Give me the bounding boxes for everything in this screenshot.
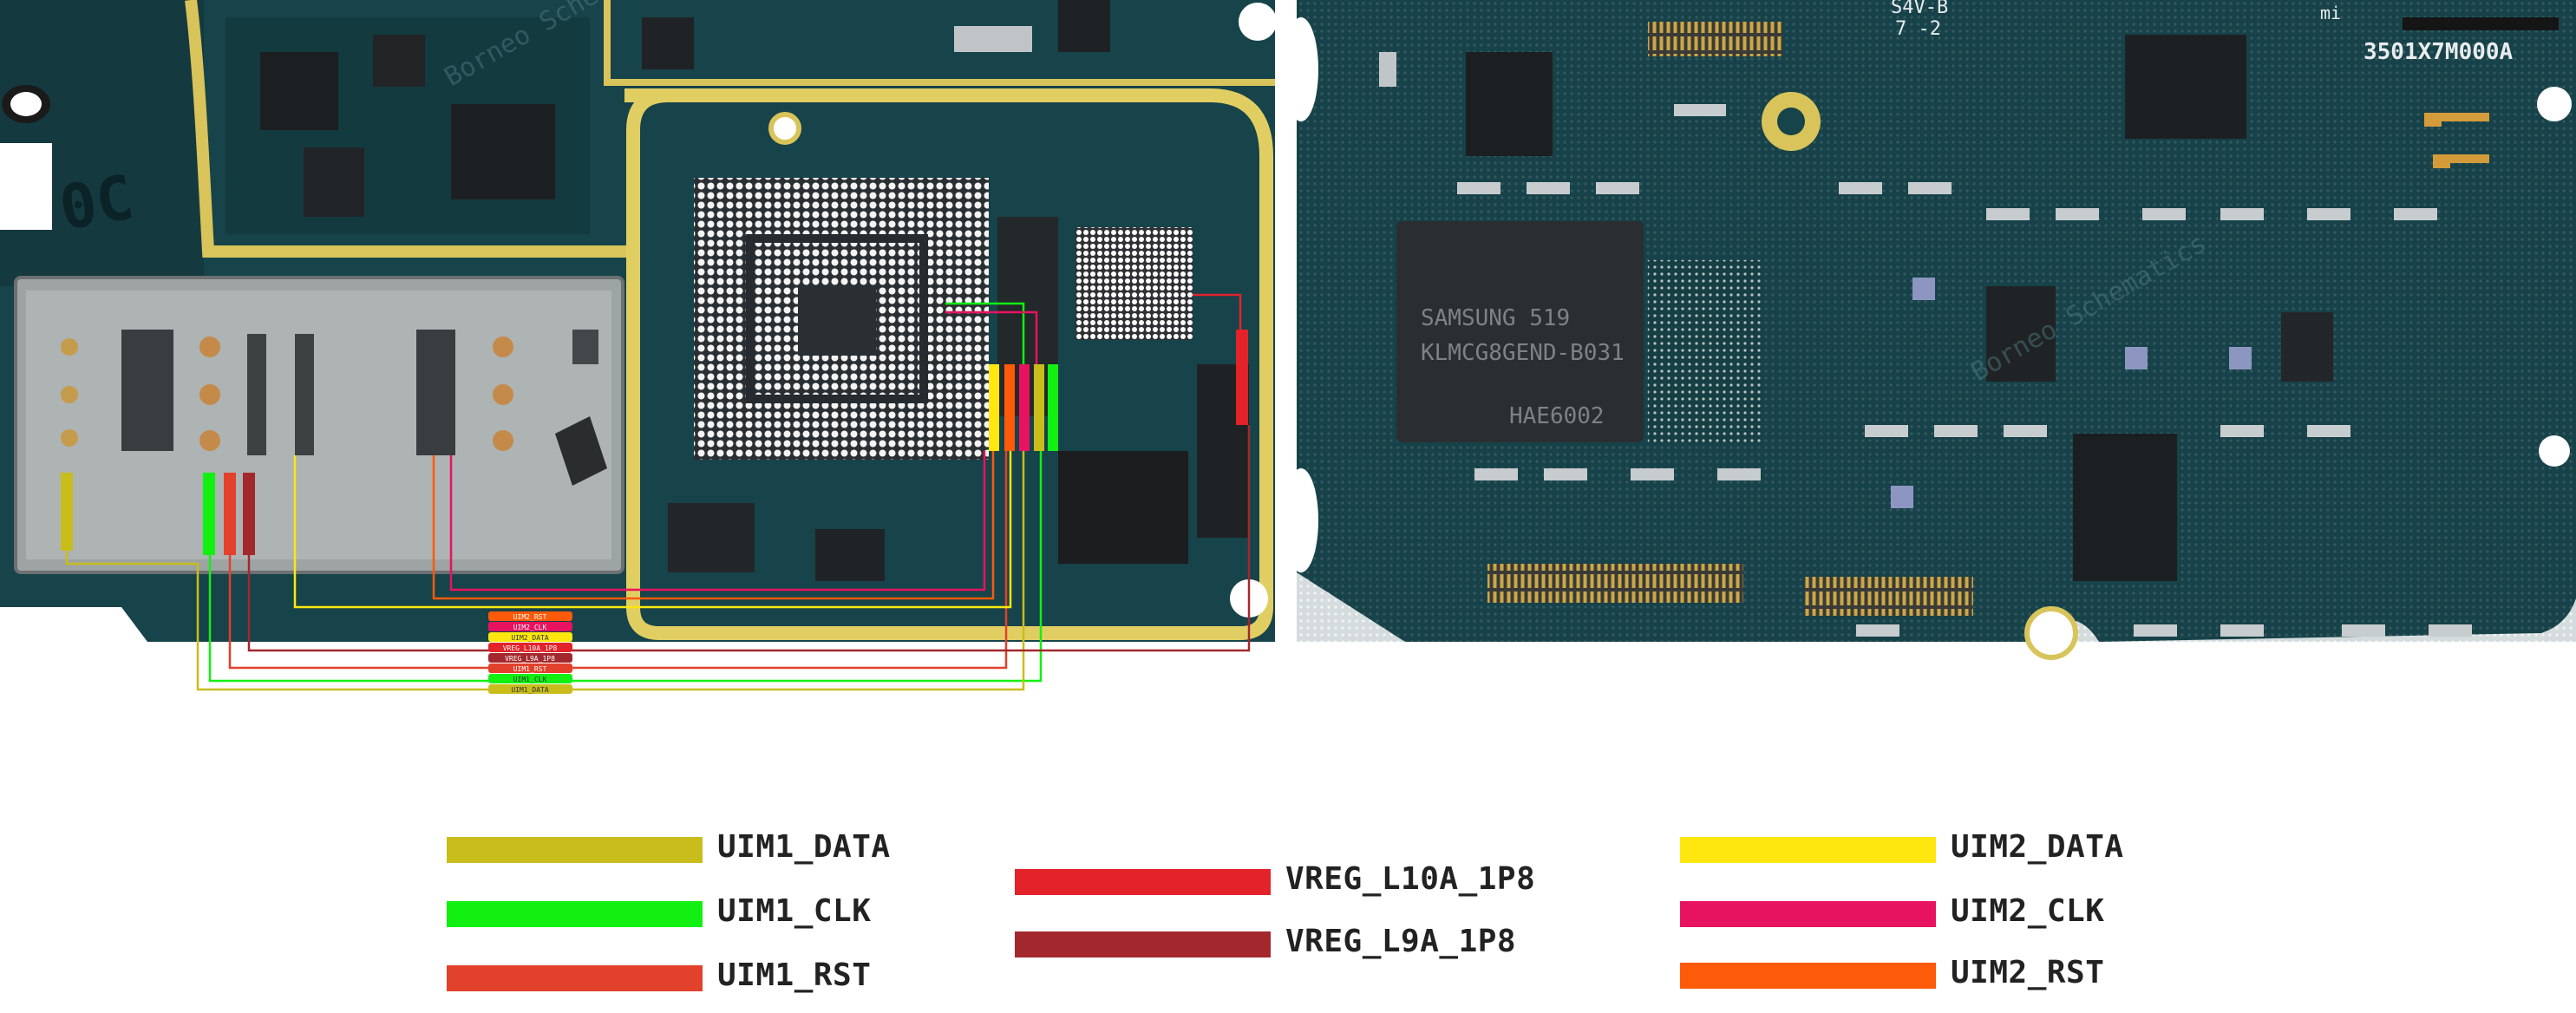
- net-tag-uim2-rst: UIM2_RST: [513, 613, 547, 621]
- emmc-mark-line1: SAMSUNG 519: [1421, 305, 1570, 331]
- connector-left: [1487, 564, 1743, 603]
- connector-top: [1648, 22, 1782, 56]
- legend-swatch: [447, 965, 703, 991]
- sim-card-holder: [14, 276, 624, 574]
- legend-label: UIM1_CLK: [717, 893, 872, 929]
- left-edge-label: 0C: [55, 161, 139, 244]
- net-tag-stack: UIM2_RST UIM2_CLK UIM2_DATA VREG_L10A_1P…: [488, 611, 572, 694]
- emmc-mark-line3: HAE6002: [1509, 403, 1605, 429]
- top-code-line2: 7 -2: [1895, 18, 1941, 40]
- soc-bga-grid: [694, 178, 1193, 460]
- legend-label: UIM1_DATA: [717, 829, 891, 865]
- left-board: 0C: [0, 0, 1277, 694]
- brand-mark: mi: [2320, 3, 2341, 23]
- legend-label: UIM2_CLK: [1951, 893, 2105, 929]
- board-code-label: 3501X7M000A: [2364, 39, 2514, 65]
- legend-label: UIM2_RST: [1951, 955, 2105, 990]
- emmc-chip: SAMSUNG 519 KLMCG8GEND-B031 HAE6002: [1396, 221, 1644, 442]
- net-tag-uim2-clk: UIM2_CLK: [513, 624, 547, 631]
- legend-label: VREG_L9A_1P8: [1285, 924, 1517, 959]
- legend-swatch: [1680, 837, 1936, 863]
- legend-swatch: [1680, 963, 1936, 989]
- right-board: SAMSUNG 519 KLMCG8GEND-B031 HAE6002: [1284, 0, 2576, 660]
- net-tag-uim2-data: UIM2_DATA: [511, 634, 549, 642]
- legend-swatch: [447, 901, 703, 927]
- net-tag-uim1-clk: UIM1_CLK: [513, 676, 547, 683]
- legend-label: UIM1_RST: [717, 957, 872, 993]
- connector-right: [1804, 577, 1973, 616]
- net-tag-uim1-data: UIM1_DATA: [511, 686, 549, 694]
- legend-swatch: [447, 837, 703, 863]
- net-tag-vreg-l10a: VREG_L10A_1P8: [503, 644, 558, 652]
- legend-swatch: [1015, 931, 1271, 957]
- legend-label: VREG_L10A_1P8: [1285, 861, 1536, 897]
- pcb-board-diagram: 0C: [0, 0, 2576, 694]
- top-code-line1: S4V-B: [1891, 0, 1948, 18]
- net-tag-uim1-rst: UIM1_RST: [513, 665, 547, 673]
- legend-swatch: [1680, 901, 1936, 927]
- net-tag-vreg-l9a: VREG_L9A_1P8: [505, 655, 555, 663]
- legend-swatch: [1015, 869, 1271, 895]
- legend-label: UIM2_DATA: [1951, 829, 2124, 865]
- emmc-mark-line2: KLMCG8GEND-B031: [1421, 340, 1625, 366]
